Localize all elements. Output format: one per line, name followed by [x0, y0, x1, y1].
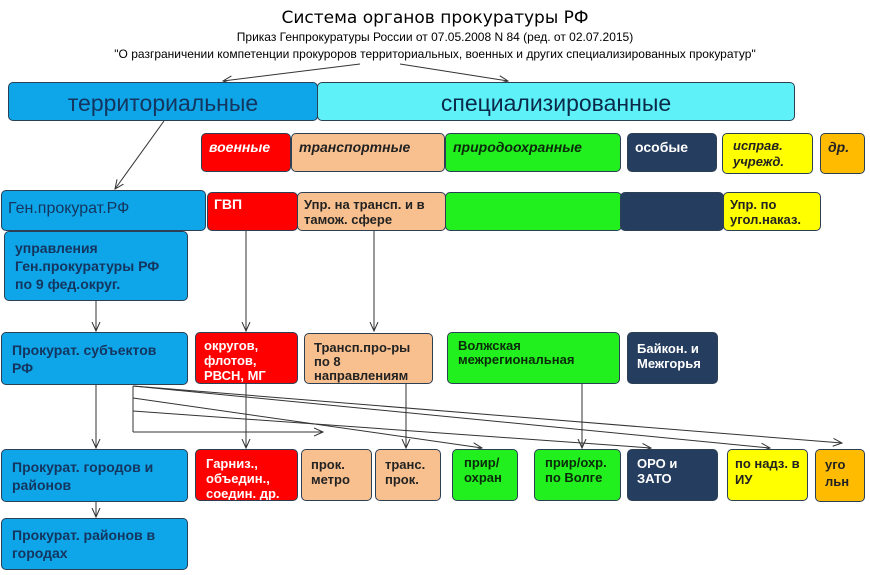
military-regional-box: округов, флотов, РВСН, МГ: [195, 332, 298, 384]
territorial-box: территориальные: [8, 82, 318, 121]
oro-zato-box: ОРО и ЗАТО: [627, 449, 718, 501]
category-special: особые: [627, 133, 717, 172]
category-other: др.: [820, 133, 865, 174]
arrow-fan-criminal: [132, 385, 770, 448]
specialized-box: специализированные: [317, 82, 795, 121]
volga-interregional-box: Волжская межрегиональная: [447, 332, 620, 384]
criminal-box: уго льн: [815, 449, 865, 502]
metro-box: прок. метро: [301, 449, 372, 501]
category-transport: транспортные: [291, 133, 445, 172]
transport-directorate-box: Упр. на трансп. и в тамож. сфере: [297, 192, 446, 231]
order-reference: Приказ Генпрокуратуры России от 07.05.20…: [236, 30, 634, 44]
arrow-fan-nature: [132, 397, 482, 448]
nature-federal-box: [445, 192, 622, 231]
order-name: "О разграничении компетенции прокуроров …: [114, 47, 756, 61]
category-nature: природоохранные: [445, 133, 621, 172]
supervision-box: по надз. в ИУ: [727, 449, 808, 501]
garrison-box: Гарниз., объедин., соедин. др.: [195, 449, 298, 501]
arrow-to-specialized: [399, 63, 508, 81]
baikonur-box: Байкон. и Межгорья: [627, 332, 718, 384]
districts-in-cities-box: Прокурат. районов в городах: [1, 518, 188, 570]
subjects-prosecutor-box: Прокурат. субъектов РФ: [1, 332, 188, 385]
arrow-fan-oro: [132, 410, 651, 448]
correctional-directorate-box: Упр. по угол.наказ.: [723, 192, 821, 231]
nature-volga-box: прир/охр. по Волге: [534, 449, 621, 501]
category-military: военные: [201, 133, 291, 172]
page-title: Система органов прокуратуры РФ: [281, 8, 589, 28]
nature-local-box: прир/ охран: [452, 449, 518, 501]
arrow-to-gen-prosecutor: [115, 120, 165, 189]
federal-districts-box: управления Ген.прокуратуры РФ по 9 фед.о…: [4, 231, 188, 301]
category-correctional: исправ. учрежд.: [722, 133, 813, 174]
arrow-fan-supervision: [132, 385, 842, 443]
arrow-to-territorial: [223, 63, 361, 81]
transport-directions-box: Трансп.про-ры по 8 направлениям: [304, 333, 433, 384]
trans-box: транс. прок.: [375, 449, 441, 501]
gvp-box: ГВП: [207, 192, 298, 231]
gen-prosecutor-box: Ген.прокурат.РФ: [1, 190, 206, 231]
special-federal-box: [620, 192, 724, 231]
cities-prosecutor-box: Прокурат. городов и районов: [1, 449, 188, 502]
